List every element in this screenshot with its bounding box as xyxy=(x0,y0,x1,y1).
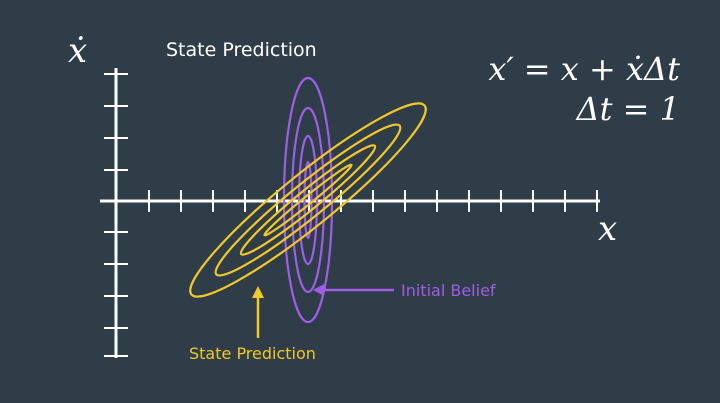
initial-belief-contour-4 xyxy=(303,160,313,240)
state-prediction-contour-4 xyxy=(263,163,353,237)
state-prediction-ellipses xyxy=(189,102,427,298)
axis-ticks xyxy=(104,73,598,357)
initial-belief-label: Initial Belief xyxy=(401,281,496,300)
initial-belief-arrow xyxy=(313,284,394,296)
initial-belief-contour-3 xyxy=(297,134,319,266)
state-prediction-arrow xyxy=(252,286,264,338)
state-prediction-contour-1 xyxy=(189,102,427,298)
axes xyxy=(100,68,600,358)
initial-belief-contour-1 xyxy=(282,76,334,324)
x-axis-label: x xyxy=(598,209,617,249)
equation-line-1: x′ = x + ẋΔt xyxy=(488,50,680,88)
initial-belief-ellipses xyxy=(282,76,334,324)
state-prediction-contour-2 xyxy=(214,123,402,277)
equation-line-2: Δt = 1 xyxy=(575,90,680,128)
page-title: State Prediction xyxy=(166,39,317,61)
state-prediction-contour-3 xyxy=(239,144,377,256)
state-prediction-label: State Prediction xyxy=(189,344,316,363)
y-axis-label: ẋ xyxy=(68,31,87,71)
